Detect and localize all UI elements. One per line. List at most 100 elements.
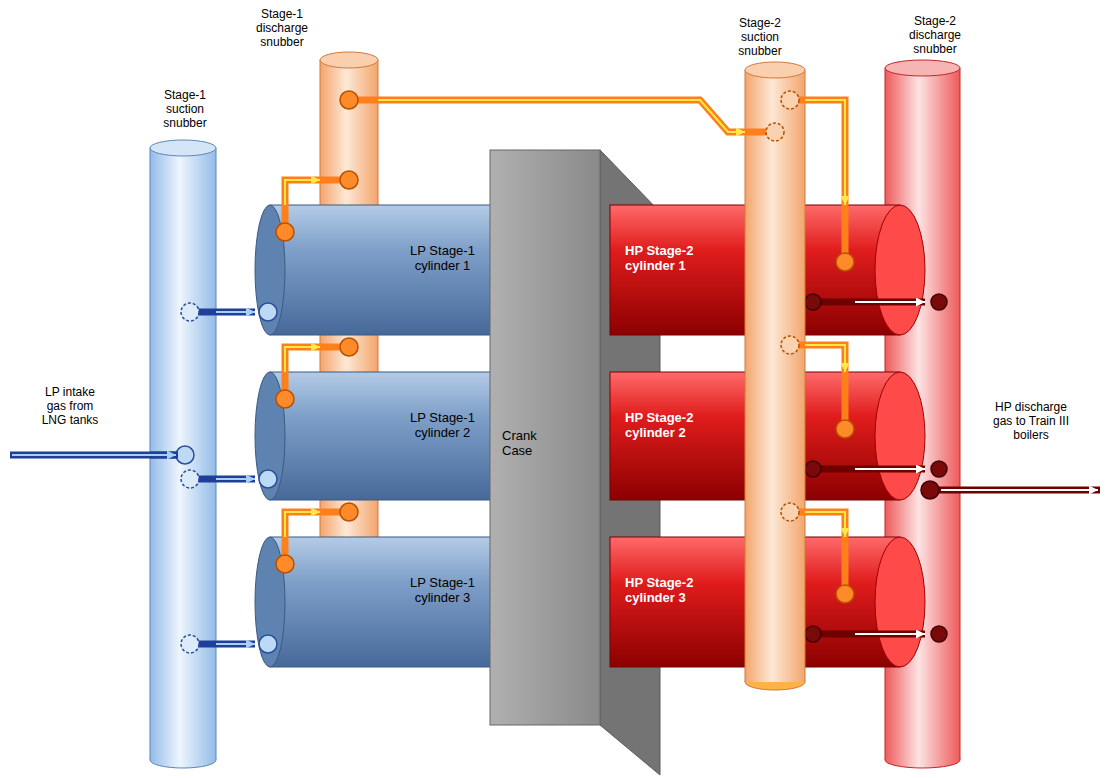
flow-note: LP intake gas from LNG tanks (38, 385, 102, 427)
outlet-port (181, 635, 199, 653)
flow-arrow (216, 311, 255, 313)
cylinder-body (270, 205, 500, 335)
gas-pipe (285, 347, 320, 372)
node-outline (745, 62, 805, 690)
vessel-label: Stage-1 suction snubber (153, 88, 217, 130)
compressor-cylinder: LP Stage-1 cylinder 3 (255, 537, 500, 667)
gas-pipe (285, 512, 320, 537)
tube-outline (745, 70, 805, 682)
compressor-cylinder: LP Stage-1 cylinder 1 (255, 205, 500, 335)
flow-arrow (216, 478, 255, 480)
outlet-port (340, 91, 358, 109)
tube-outline (885, 68, 960, 760)
cylinder-label: LP Stage-1 cylinder 1 (395, 243, 490, 273)
gas-pipe (855, 469, 925, 470)
gas-pipe (805, 512, 845, 537)
pipe-body (855, 299, 925, 306)
pipe-body (216, 309, 255, 316)
discharge-flow-arrow (941, 489, 1098, 491)
cylinder-label: HP Stage-2 cylinder 1 (625, 243, 715, 273)
inlet-port (931, 294, 947, 310)
cylinder-body (270, 537, 500, 667)
flow-arrow (855, 468, 925, 470)
intake-flow-arrow (12, 454, 176, 456)
tube-body (885, 68, 960, 760)
pipe-body (285, 512, 320, 537)
inlet-port (340, 171, 358, 189)
gas-pipe (216, 644, 255, 645)
outlet-port (181, 470, 199, 488)
flow-arrow (805, 100, 845, 205)
pipe-body (805, 512, 845, 537)
snubber-vessel: Stage-2 discharge snubber (925, 60, 960, 768)
flow-arrow (805, 345, 845, 372)
pipe-body (285, 180, 320, 205)
cylinder-body (610, 372, 900, 500)
node-outline (320, 52, 378, 660)
outlet-port (781, 91, 799, 109)
outlet-port (805, 294, 821, 310)
inlet-port (931, 626, 947, 642)
pipe-body (378, 100, 745, 132)
gas-pipe (855, 634, 925, 635)
compressor-cylinder: HP Stage-2 cylinder 1 (610, 205, 855, 335)
gas-pipe (805, 100, 845, 205)
crank-case-front (490, 150, 600, 725)
vessel-label: Stage-2 discharge snubber (903, 14, 967, 56)
cylinder-label: LP Stage-1 cylinder 2 (395, 410, 490, 440)
pipe-body (805, 345, 845, 372)
pipe-body (855, 631, 925, 638)
inlet-port (836, 585, 854, 603)
flow-arrow (378, 100, 745, 132)
vessel-label: Stage-1 discharge snubber (250, 7, 314, 49)
outlet-port (805, 461, 821, 477)
cylinder-label: HP Stage-2 cylinder 3 (625, 575, 715, 605)
pipe-body (855, 466, 925, 473)
flow-note: HP discharge gas to Train III boilers (988, 400, 1074, 442)
gas-pipe (378, 100, 745, 132)
tube-top (885, 60, 960, 76)
tube-top (745, 62, 805, 78)
inlet-port (259, 635, 277, 653)
outlet-port (781, 503, 799, 521)
cylinder-end (875, 537, 925, 667)
inlet-port (931, 461, 947, 477)
outlet-port (276, 223, 294, 241)
inlet-port (766, 123, 784, 141)
gas-pipe (216, 312, 255, 313)
vessel-label: Stage-2 suction snubber (728, 16, 792, 58)
tube-body (150, 148, 216, 760)
inlet-port (259, 470, 277, 488)
tube-body (745, 70, 805, 682)
gas-pipe (855, 302, 925, 303)
outlet-port (921, 481, 939, 499)
cylinder-end (875, 205, 925, 335)
cylinder-end (875, 372, 925, 500)
outlet-port (805, 626, 821, 642)
tube-outline (150, 148, 216, 760)
outlet-port (781, 336, 799, 354)
gas-pipe (805, 345, 845, 372)
cylinder-label: HP Stage-2 cylinder 2 (625, 410, 715, 440)
node-outline (150, 140, 216, 768)
tube-top (150, 140, 216, 156)
flow-arrow (285, 180, 320, 205)
flow-arrow (855, 633, 925, 635)
flow-arrow (805, 512, 845, 537)
compressor-cylinder: HP Stage-2 cylinder 3 (610, 537, 855, 667)
cylinder-body (610, 205, 900, 335)
inlet-port (340, 338, 358, 356)
inlet-port (836, 420, 854, 438)
snubber-vessel: Stage-1 discharge snubber (320, 52, 378, 660)
flow-arrow (285, 512, 320, 537)
tube-top (320, 52, 378, 68)
inlet-port (340, 503, 358, 521)
flow-arrow (285, 347, 320, 372)
pipe-body (285, 347, 320, 372)
cylinder-body (610, 537, 900, 667)
node-outline (925, 60, 960, 768)
flow-arrow (216, 643, 255, 645)
cylinder-label: Crank Case (502, 428, 562, 458)
